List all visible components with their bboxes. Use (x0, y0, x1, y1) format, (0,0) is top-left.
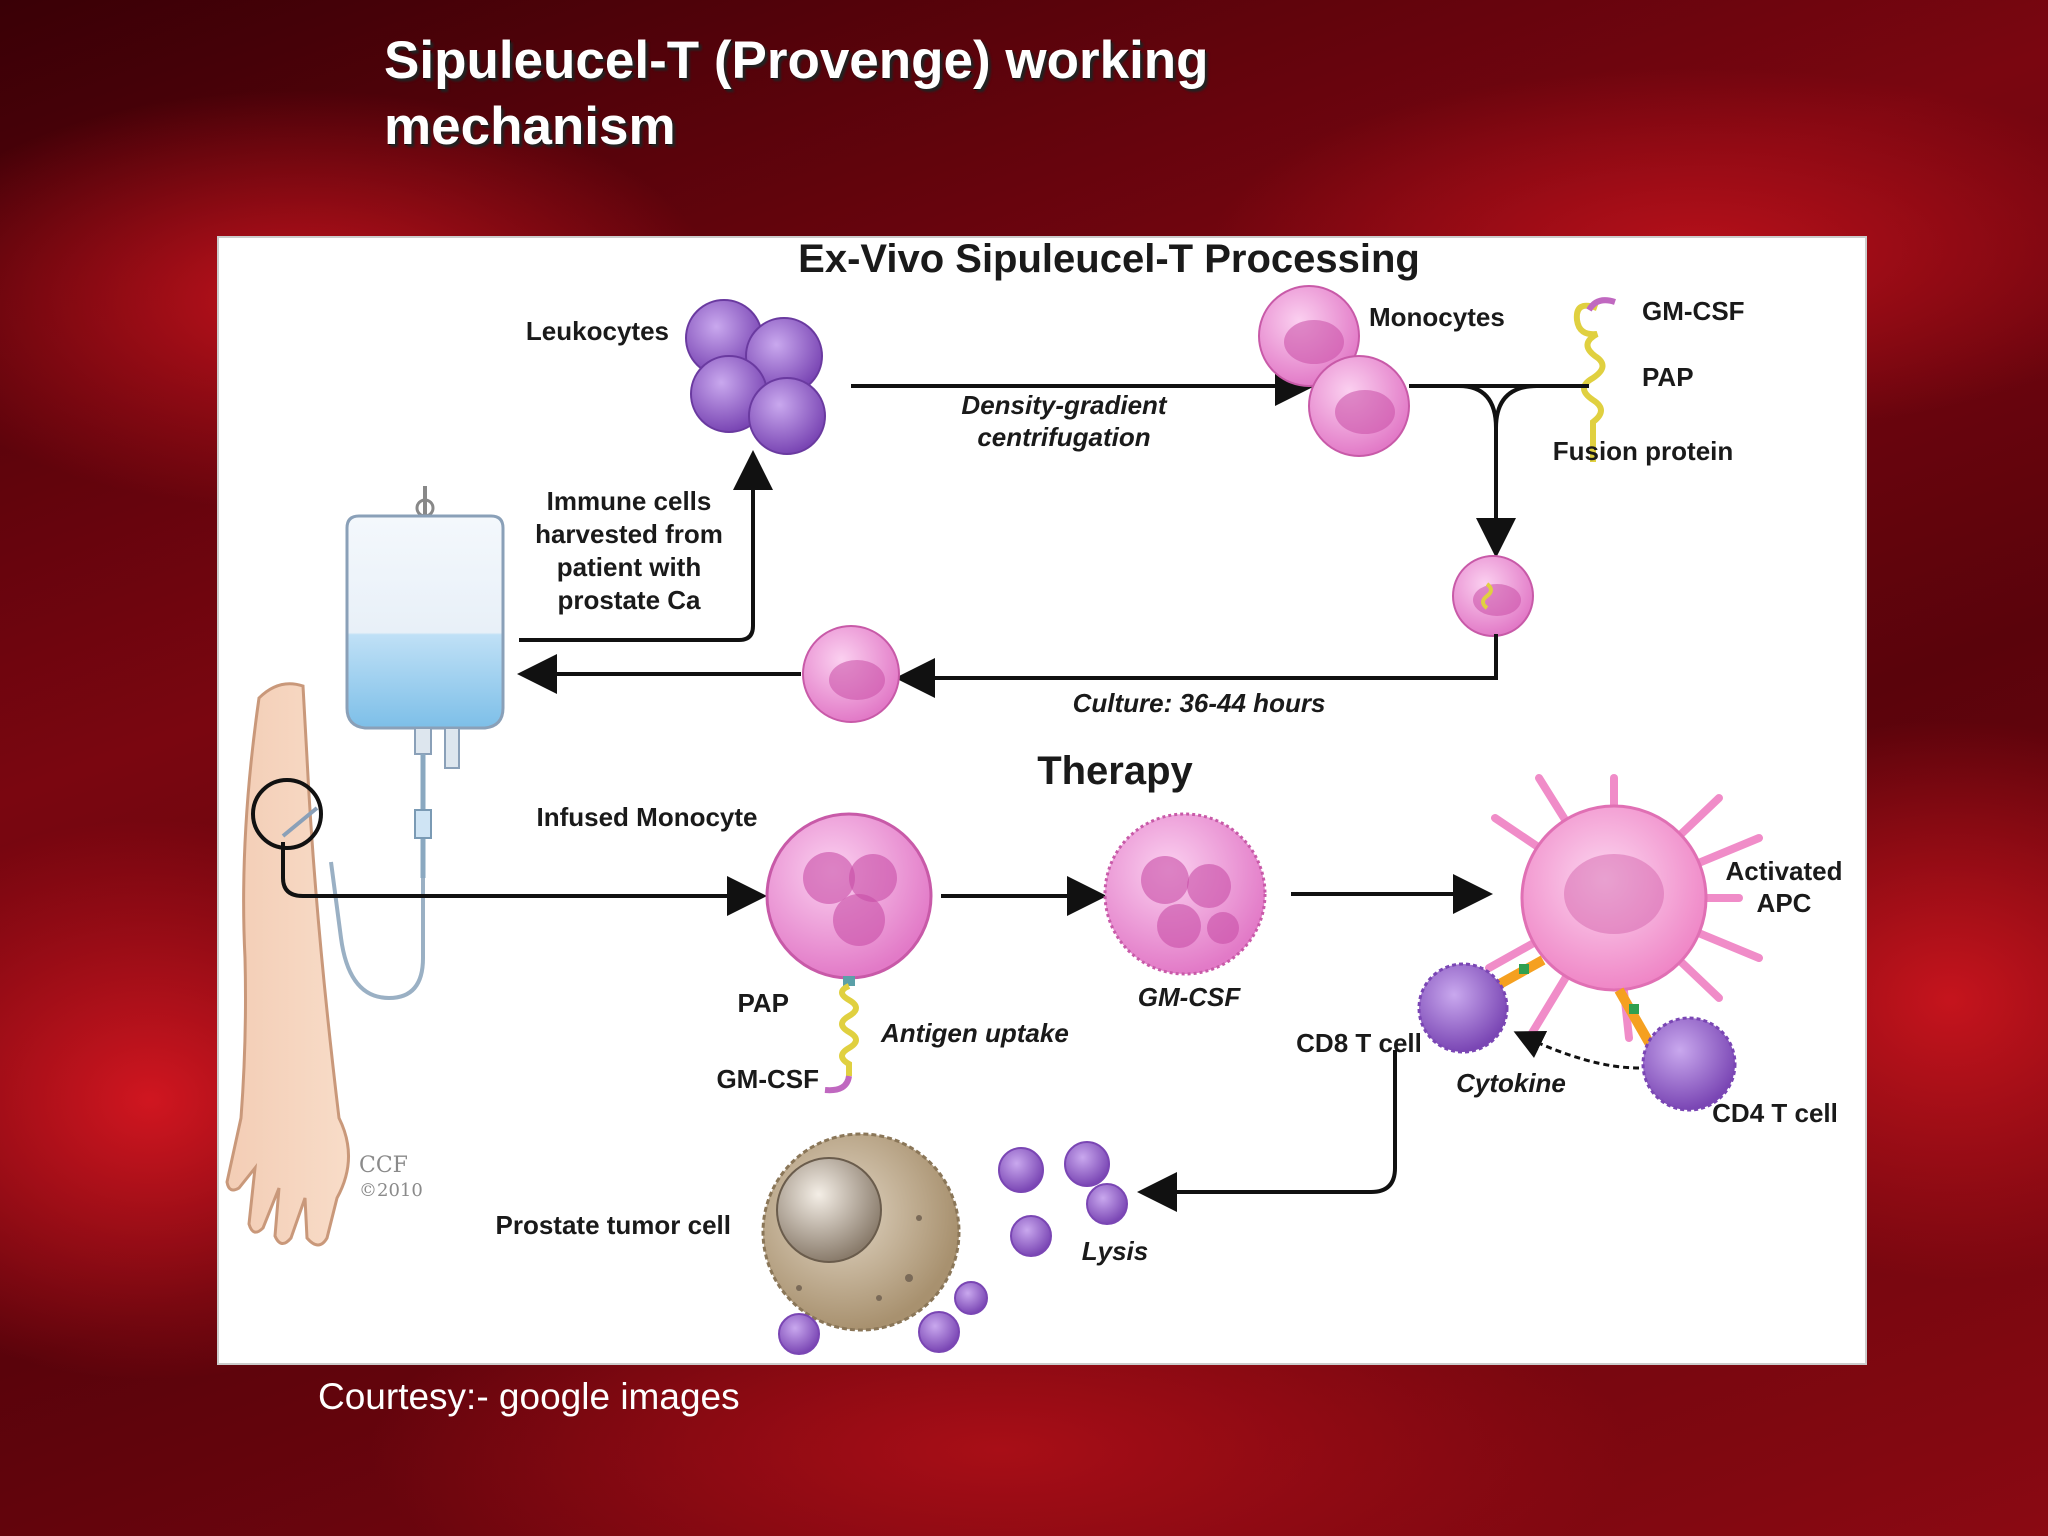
pap-label: PAP (1642, 362, 1694, 392)
prostate-tumor-label: Prostate tumor cell (495, 1210, 731, 1240)
gm-csf-stimulated-cell (1103, 812, 1267, 976)
gm-csf-domain-icon (1586, 297, 1616, 312)
activated-label-1: Activated (1725, 856, 1842, 886)
cd8-label: CD8 T cell (1296, 1028, 1422, 1058)
leukocytes-cluster (685, 299, 826, 455)
arrow-to-tumor (1137, 1050, 1397, 1212)
infused-monocyte-label: Infused Monocyte (536, 802, 757, 832)
gm-csf-label: GM-CSF (1642, 296, 1745, 326)
prostate-tumor-cell (761, 1132, 961, 1332)
fusion-protein-label: Fusion protein (1553, 436, 1734, 466)
slide-title-line2: mechanism (384, 97, 676, 156)
slide-title: Sipuleucel-T (Provenge) working mechanis… (384, 28, 1384, 160)
cytokine-label: Cytokine (1456, 1068, 1566, 1098)
antigen-uptake-label: Antigen uptake (880, 1018, 1069, 1048)
arrow-culture (895, 634, 1498, 698)
arrow-harvest (519, 450, 773, 642)
cytokine-arrow (1513, 1030, 1640, 1070)
slide-title-line1: Sipuleucel-T (Provenge) working (384, 31, 1209, 90)
monocytes-label: Monocytes (1369, 302, 1505, 332)
activated-label-2: APC (1757, 888, 1812, 918)
therapy-heading: Therapy (1037, 749, 1193, 793)
monocytes-cells (1258, 285, 1410, 457)
activated-apc-cell (1485, 774, 1763, 1042)
pap-protein-icon (839, 983, 859, 1076)
gm-csf-tail-icon (824, 1075, 852, 1094)
leukocytes-label: Leukocytes (526, 316, 669, 346)
fusion-protein-icon (1573, 302, 1606, 462)
lysis-label: Lysis (1082, 1236, 1149, 1266)
gm-csf-italic-label: GM-CSF (1138, 982, 1242, 1012)
ccf-label: CCF (359, 1153, 408, 1178)
cd4-t-cell (1614, 987, 1737, 1112)
immune-label-1: Immune cells (547, 486, 712, 516)
pap-label-2: PAP (737, 988, 789, 1018)
immune-label-3: patient with (557, 552, 701, 582)
ccf-year-label: ©2010 (359, 1180, 423, 1201)
loaded-monocyte-cell (1452, 555, 1534, 637)
mechanism-diagram: Ex-Vivo Sipuleucel-T Processing Therapy … (225, 238, 1843, 1355)
infused-monocyte-cell (765, 812, 933, 986)
patient-arm-icon (225, 682, 350, 1247)
gm-csf-label-3: GM-CSF (716, 1064, 819, 1094)
density-label-2: centrifugation (977, 422, 1150, 452)
lysis-t-cells (778, 1141, 1128, 1355)
cd8-t-cell (1417, 955, 1546, 1054)
iv-bag-icon (329, 486, 505, 1001)
immune-label-2: harvested from (535, 519, 723, 549)
cd4-label: CD4 T cell (1712, 1098, 1838, 1128)
courtesy-note: Courtesy:- google images (318, 1376, 740, 1417)
immune-label-4: prostate Ca (557, 585, 701, 615)
processing-heading: Ex-Vivo Sipuleucel-T Processing (798, 238, 1420, 281)
culture-label: Culture: 36-44 hours (1073, 688, 1326, 718)
arrow-merge-down (1409, 384, 1538, 558)
density-label-1: Density-gradient (961, 390, 1167, 420)
merge-line-protein (1458, 384, 1589, 429)
cultured-monocyte-cell (802, 625, 900, 723)
arrow-infusion (281, 842, 767, 916)
mechanism-figure: Ex-Vivo Sipuleucel-T Processing Therapy … (217, 236, 1867, 1365)
